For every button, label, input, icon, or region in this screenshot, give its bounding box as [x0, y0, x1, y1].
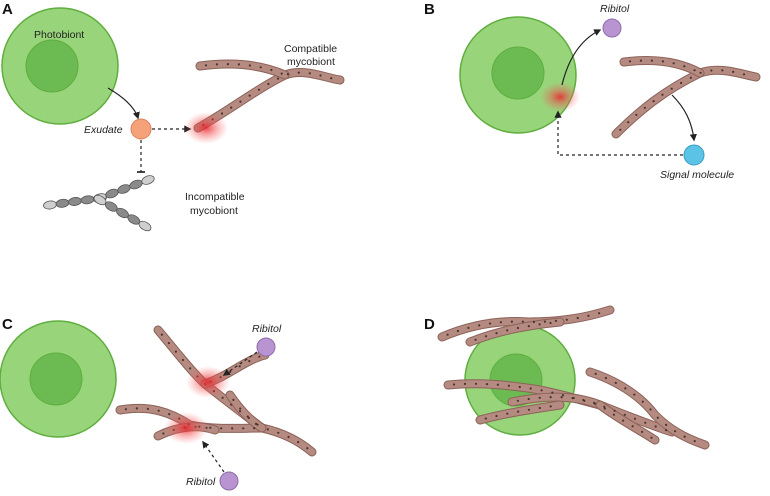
photobiont-to-exudate-arrow [107, 87, 140, 120]
cell-to-ribitol-arrow [561, 29, 602, 86]
compatible-label-line1: Compatible [284, 43, 337, 55]
ribitol-molecule-c-bottom [219, 471, 239, 491]
contact-glow-b [540, 82, 580, 112]
contact-glow-c-bottom [164, 412, 208, 444]
incompatible-label-line2: mycobiont [190, 205, 238, 217]
exudate-label: Exudate [84, 124, 123, 136]
panel-b-letter: B [424, 1, 435, 18]
panel-c-letter: C [2, 316, 13, 333]
photobiont-cell-a [1, 7, 119, 125]
ribitol-label-c-top: Ribitol [252, 323, 282, 335]
incompatible-label-line1: Incompatible [185, 191, 245, 203]
panel-d-letter: D [424, 316, 435, 333]
panel-a-letter: A [2, 1, 13, 18]
mycobiont-network-d [437, 305, 710, 450]
ribitol-molecule-b [602, 18, 622, 38]
photobiont-label: Photobiont [34, 29, 84, 41]
signal-molecule-label: Signal molecule [660, 169, 734, 181]
contact-glow-a [184, 112, 228, 144]
mycobiont-b [611, 56, 761, 139]
ribitol-bottom-arrow [202, 440, 225, 473]
contact-glow-c-top [186, 366, 230, 398]
ribitol-top-arrow [222, 351, 258, 376]
ribitol-label-c-bottom: Ribitol [186, 476, 216, 488]
incompatible-mycobiont [43, 175, 155, 232]
photobiont-cell-c [0, 320, 117, 438]
mycobiont-to-signal-arrow [671, 94, 697, 142]
signal-molecule [683, 144, 705, 166]
exudate-molecule [130, 118, 152, 140]
compatible-label-line2: mycobiont [287, 56, 335, 68]
ribitol-molecule-c-top [256, 337, 276, 357]
ribitol-label-b: Ribitol [600, 3, 630, 15]
compatible-mycobiont-a [193, 59, 345, 133]
